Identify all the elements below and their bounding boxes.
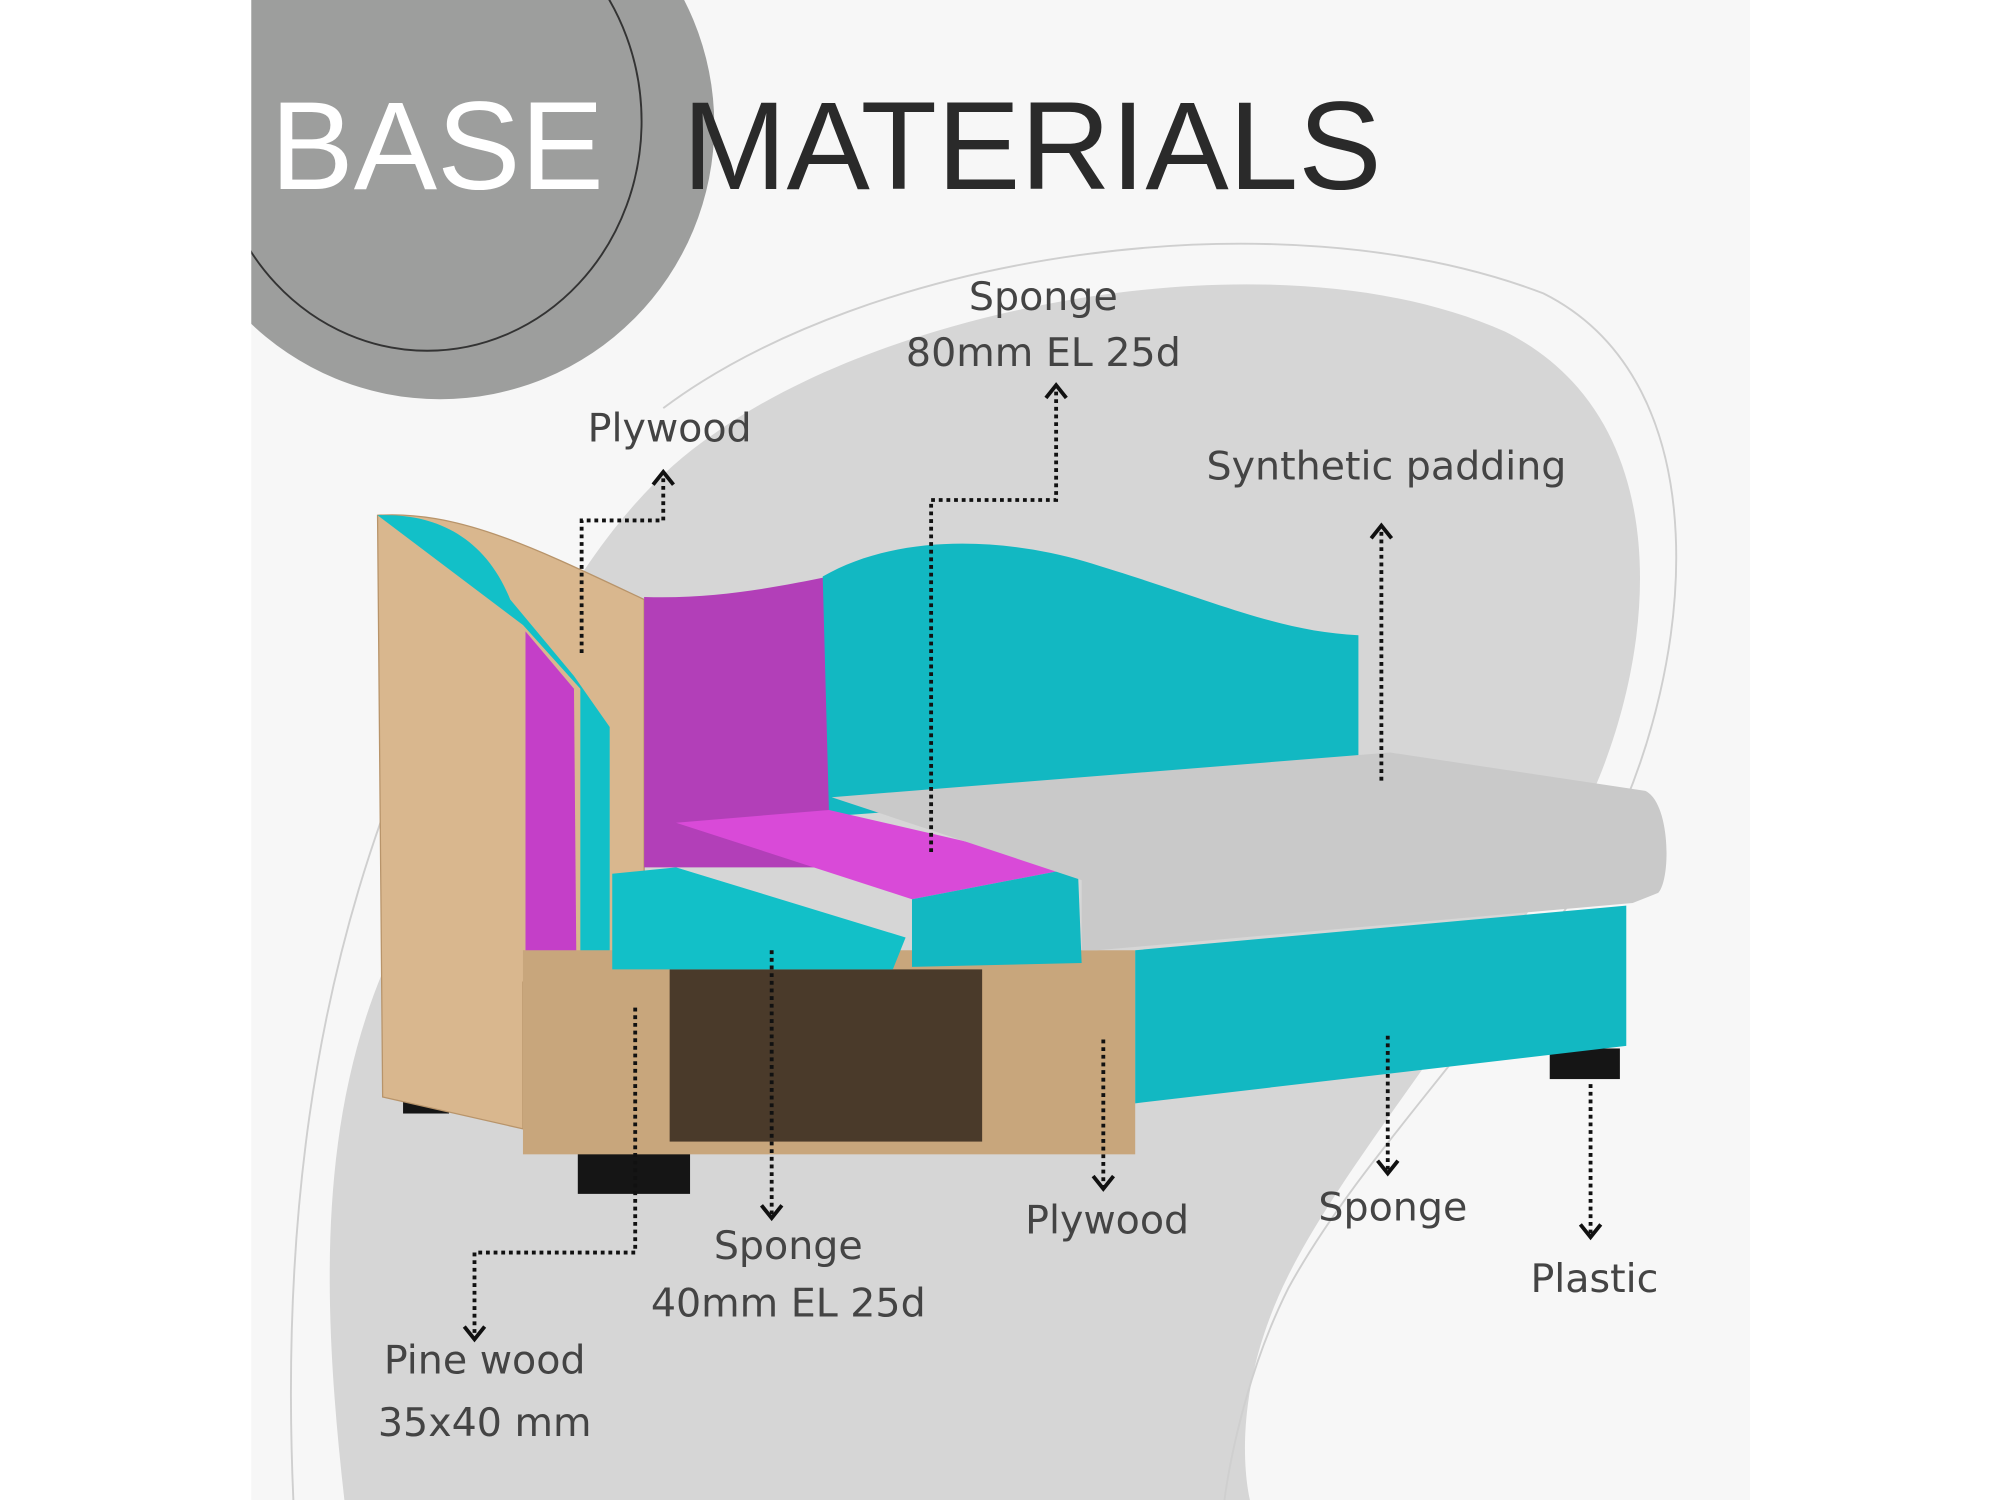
label-sponge-40mm-line2: 40mm EL 25d <box>651 1280 926 1326</box>
sofa-cutaway <box>376 514 1667 1194</box>
title-base: BASE <box>270 77 604 216</box>
label-pine-wood-line2: 35x40 mm <box>378 1400 592 1446</box>
back-sponge <box>822 543 1359 817</box>
synthetic-padding <box>831 752 1667 951</box>
armrest-magenta <box>525 631 577 983</box>
title-circle <box>251 0 715 400</box>
label-sponge-side: Sponge <box>1318 1185 1467 1231</box>
side-sponge <box>1135 905 1627 1104</box>
base-cavity <box>669 969 983 1142</box>
background-outline <box>290 242 1678 1500</box>
label-pine-wood-line1: Pine wood <box>384 1338 586 1384</box>
label-plastic: Plastic <box>1530 1256 1658 1302</box>
label-sponge-80mm-line2: 80mm EL 25d <box>906 330 1181 376</box>
label-plywood-bottom: Plywood <box>1025 1197 1189 1243</box>
back-magenta <box>644 576 830 868</box>
title-materials: MATERIALS <box>682 77 1381 216</box>
label-synthetic-padding: Synthetic padding <box>1207 444 1567 490</box>
plastic-leg-right <box>1549 1048 1620 1080</box>
label-sponge-40mm-line1: Sponge <box>714 1223 863 1269</box>
seat-magenta <box>676 809 1078 900</box>
seat-sponge-40mm <box>612 867 906 970</box>
callouts <box>462 382 1603 1343</box>
title-circle-outline <box>251 0 643 352</box>
seat-sponge-80mm <box>911 867 1082 967</box>
label-sponge-80mm-line1: Sponge <box>969 274 1118 320</box>
armrest-sponge <box>377 515 610 983</box>
label-plywood-top: Plywood <box>588 405 752 451</box>
